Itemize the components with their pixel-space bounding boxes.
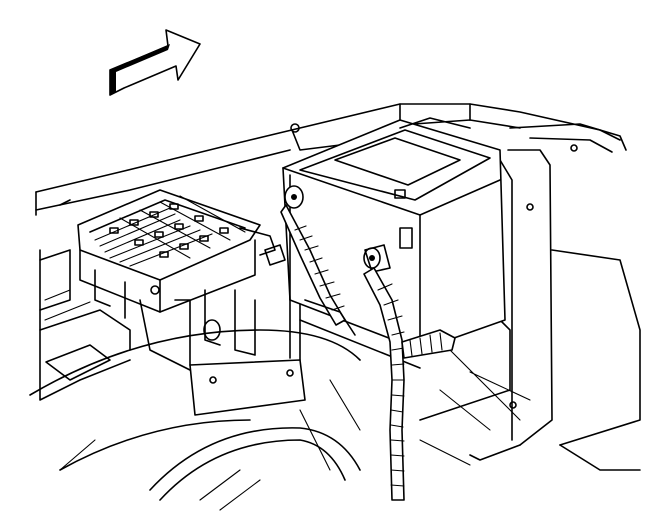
- fender-inner-panel: [439, 149, 641, 471]
- battery: [282, 117, 506, 351]
- wheel-well: [29, 329, 361, 511]
- fuse-slots: [109, 203, 229, 258]
- fuse-block-bracket: [139, 244, 306, 416]
- fender-left: [39, 249, 131, 401]
- battery-positive-terminal: [363, 244, 391, 273]
- fuse-relay-block: [77, 189, 286, 356]
- forward-arrow-icon: [109, 29, 201, 96]
- wiring-harness-lines: [59, 379, 471, 471]
- battery-negative-cable: [280, 185, 356, 336]
- battery-positive-cable: [363, 267, 456, 501]
- radiator-support: [35, 103, 627, 409]
